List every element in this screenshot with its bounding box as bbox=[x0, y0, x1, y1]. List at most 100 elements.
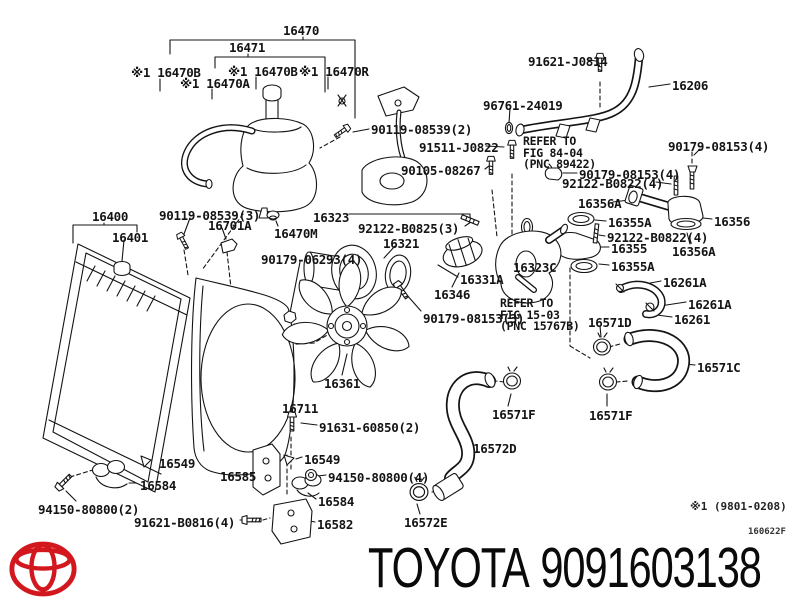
joint-16470R bbox=[361, 86, 428, 206]
refer-note-line: FIG 15-03 bbox=[500, 307, 560, 322]
part-label: 16584 bbox=[140, 478, 177, 493]
part-label: 16355 bbox=[611, 241, 648, 256]
part-label: 92122-B0822(4) bbox=[607, 230, 709, 245]
part-label: 16261A bbox=[663, 275, 707, 290]
reservoir-tank bbox=[232, 84, 318, 219]
radiator-16400 bbox=[42, 243, 191, 493]
part-label: 16323C bbox=[513, 260, 557, 275]
part-label: 16401 bbox=[112, 230, 149, 245]
part-label: 16572E bbox=[404, 515, 448, 530]
part-label: ※1 16470R bbox=[299, 64, 369, 79]
water-outlet-16356 bbox=[624, 169, 704, 231]
part-label: 90119-08539(3) bbox=[159, 208, 261, 223]
part-label: 16585 bbox=[220, 469, 257, 484]
part-label: 16470 bbox=[283, 23, 320, 38]
part-label: 16711 bbox=[282, 401, 319, 416]
part-label: ※1 16470A bbox=[180, 76, 250, 91]
hose-16470A bbox=[181, 124, 256, 190]
sheet-code: 160622F bbox=[748, 527, 786, 537]
part-label: 16321 bbox=[383, 236, 420, 251]
part-label: 16346 bbox=[434, 287, 471, 302]
part-label: 16361 bbox=[324, 376, 361, 391]
part-label: 16323 bbox=[313, 210, 350, 225]
part-label: 16355A bbox=[608, 215, 652, 230]
part-label: ※1 16470B bbox=[131, 65, 201, 80]
part-label: 90179-06293(4) bbox=[261, 252, 363, 267]
part-label: 91621-J0814 bbox=[528, 54, 608, 69]
outlet-elbow bbox=[495, 223, 568, 304]
bolt-91621-B0816-icon bbox=[241, 514, 262, 526]
bolt-90105-icon bbox=[486, 155, 496, 175]
bracket-16584-left bbox=[91, 459, 128, 489]
part-label: 91631-60850(2) bbox=[319, 420, 421, 435]
bracket-lines bbox=[72, 36, 471, 262]
part-label: 16261A bbox=[688, 297, 732, 312]
part-label: 16571C bbox=[697, 360, 741, 375]
o-ring-96761 bbox=[504, 121, 514, 135]
part-label: 16571F bbox=[589, 408, 633, 423]
refer-note-line: (PNC 15767B) bbox=[500, 319, 580, 333]
bolt-90119-2-icon bbox=[332, 122, 352, 141]
part-label: 16582 bbox=[317, 517, 354, 532]
refer-note-line: REFER TO bbox=[523, 134, 576, 148]
refer-note-line: (PNC 89422) bbox=[523, 157, 596, 171]
part-label: 90119-08539(2) bbox=[371, 122, 473, 137]
part-label: 16355A bbox=[611, 259, 655, 274]
part-label: 90179-08153(4) bbox=[579, 167, 681, 182]
part-label: 90105-08267 bbox=[401, 163, 481, 178]
part-label: 16471 bbox=[229, 40, 266, 55]
clip-16549-upper bbox=[283, 454, 295, 466]
part-label: 16701A bbox=[208, 218, 252, 233]
bracket-16582 bbox=[271, 498, 313, 545]
clip-16701A bbox=[220, 238, 238, 254]
part-label: 92122-B0825(3) bbox=[358, 221, 460, 236]
fan-shroud-16711 bbox=[190, 277, 296, 476]
part-label: 91621-B0816(4) bbox=[134, 515, 236, 530]
part-label: 16331A bbox=[460, 272, 504, 287]
part-label: 94150-80800(4) bbox=[328, 470, 430, 485]
hose-16261 bbox=[615, 280, 666, 319]
part-label: 16571D bbox=[588, 315, 632, 330]
clamp-90179-left bbox=[544, 167, 563, 181]
part-number-text: 9091603138 bbox=[540, 536, 762, 600]
part-label: 94150-80800(2) bbox=[38, 502, 140, 517]
part-label: 16356A bbox=[672, 244, 716, 259]
bolt-91511-icon bbox=[507, 139, 517, 159]
hose-16572D bbox=[409, 366, 522, 501]
part-label: 16356A bbox=[578, 196, 622, 211]
part-label: 91511-J0822 bbox=[419, 140, 499, 155]
clamp-16470B bbox=[337, 94, 347, 107]
applicability-note: ※1 (9801-0208) bbox=[690, 500, 787, 513]
part-label: 16571F bbox=[492, 407, 536, 422]
toyota-logo-icon bbox=[9, 541, 77, 597]
hose-16571C bbox=[592, 329, 691, 393]
cooling-fan-16361 bbox=[280, 260, 413, 391]
refer-note-line: FIG 84-04 bbox=[523, 145, 583, 160]
nut-94150 bbox=[304, 468, 318, 482]
bolt-90119-3-icon bbox=[174, 231, 192, 251]
part-label: 92122-B0822(4) bbox=[562, 176, 664, 191]
part-label: 16261 bbox=[674, 312, 711, 327]
part-label: 16584 bbox=[318, 494, 355, 509]
part-label: 96761-24019 bbox=[483, 98, 563, 113]
bypass-pipe-16206 bbox=[515, 48, 645, 139]
part-label: 16470M bbox=[274, 226, 318, 241]
part-label: 16400 bbox=[92, 209, 129, 224]
part-label: 16549 bbox=[159, 456, 196, 471]
refer-note-line: REFER TO bbox=[500, 296, 553, 310]
brand-text: TOYOTA bbox=[368, 536, 530, 600]
grommet-16470M bbox=[266, 210, 280, 221]
part-label: 90179-08153(4) bbox=[668, 139, 770, 154]
bracket-16585 bbox=[252, 443, 281, 496]
part-label: 16206 bbox=[672, 78, 709, 93]
clip-16549-left bbox=[140, 455, 152, 468]
bolt-94150-2-icon bbox=[53, 471, 75, 493]
clip-90179-right bbox=[687, 165, 698, 173]
part-label: 90179-08153(3) bbox=[423, 311, 525, 326]
part-label: 16572D bbox=[473, 441, 517, 456]
